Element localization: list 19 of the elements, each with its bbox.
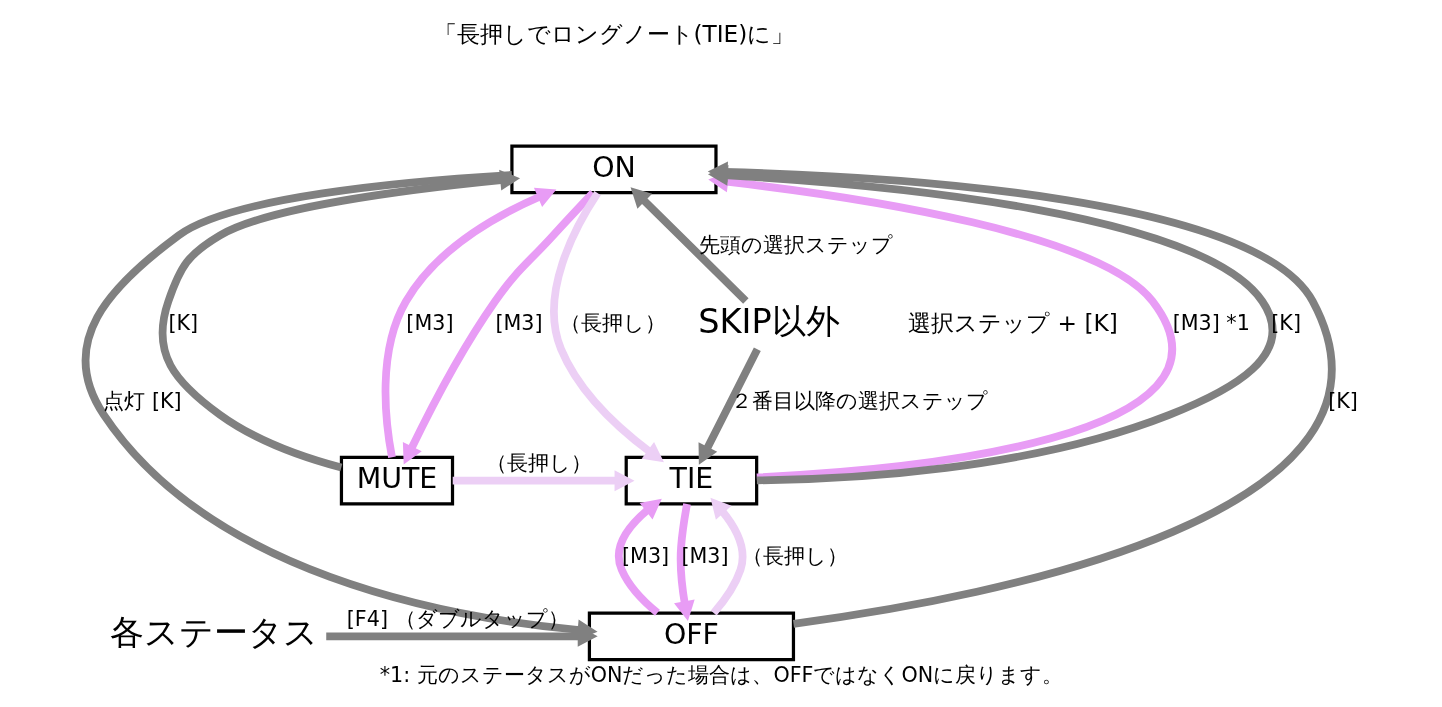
node-text: SKIP以外 bbox=[697, 302, 840, 342]
edge-label: [K] bbox=[1270, 311, 1301, 335]
edge-label: （長押し） bbox=[485, 451, 592, 476]
node-text: 各ステータス bbox=[109, 613, 318, 653]
edge-label: [M3] bbox=[405, 311, 453, 335]
node-label: 選択ステップ + [K] bbox=[907, 308, 1118, 336]
edge-label: 点灯 [K] bbox=[102, 389, 182, 414]
edge-label: 先頭の選択ステップ bbox=[698, 232, 893, 257]
edge-label: [K] bbox=[167, 311, 198, 335]
edge-label: [M3] bbox=[680, 544, 729, 569]
caption: *1: 元のステータスがONだった場合は、OFFではなくONに戻ります。 bbox=[379, 662, 1063, 687]
edge-label: [K] bbox=[1327, 389, 1358, 414]
label: 「長押しでロングノート(TIE)に」 bbox=[433, 20, 794, 48]
edge-label: [M3] *1 bbox=[1172, 311, 1250, 335]
edge-label: ２番目以降の選択ステップ bbox=[730, 389, 988, 414]
edge-label: [M3] bbox=[494, 311, 543, 335]
edge-label: [M3] bbox=[621, 544, 669, 569]
edge-label: （長押し） bbox=[741, 544, 848, 569]
edge-label: （長押し） bbox=[559, 311, 666, 335]
